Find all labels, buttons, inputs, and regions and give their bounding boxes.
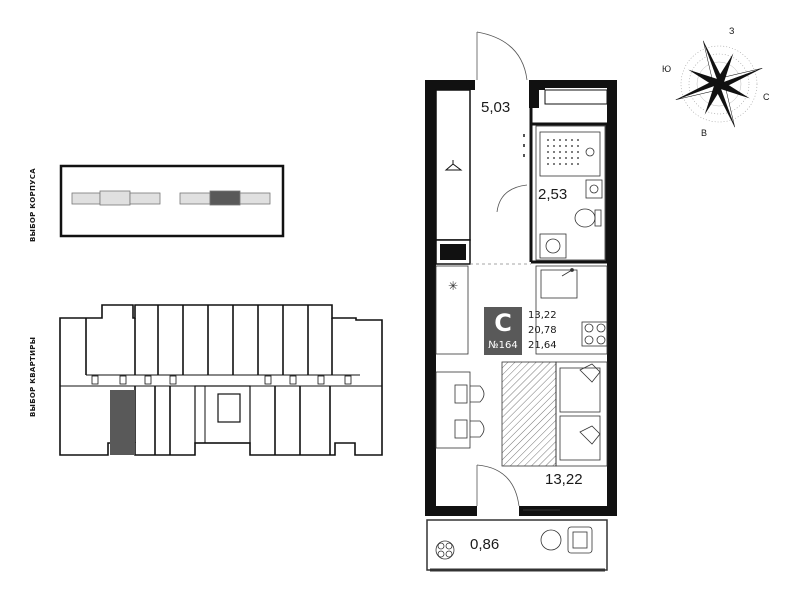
washing-machine-icon: [539, 233, 567, 259]
apartment-type: С: [494, 309, 512, 337]
fridge-icon: ✳: [435, 265, 469, 355]
apartment-badge: С №164: [484, 307, 522, 355]
entrance-door: [476, 31, 528, 81]
plant-icon: [435, 540, 455, 560]
apartment-number: №164: [488, 340, 518, 351]
full-area-value: 21,64: [528, 340, 557, 351]
sofa-icon: [555, 361, 608, 467]
svg-text:✳: ✳: [448, 279, 458, 293]
selected-apartment[interactable]: [110, 390, 135, 455]
compass-south-label: В: [701, 128, 708, 138]
building-selector[interactable]: [59, 164, 285, 238]
compass-east-label: С: [763, 92, 770, 102]
hanger-icon: [444, 160, 463, 171]
living-area: 13,22: [545, 471, 583, 488]
compass-west-label: Ю: [662, 64, 672, 74]
bed: [501, 361, 557, 467]
sink-icon: [585, 179, 603, 199]
living-area-value: 13,22: [528, 310, 557, 321]
bathroom-area: 2,53: [538, 186, 568, 203]
shower-icon: [539, 131, 601, 177]
balcony-area: 0,86: [470, 536, 500, 553]
balcony-table-icon: [540, 526, 593, 554]
dining-table: [435, 371, 485, 449]
compass-north-label: З: [729, 26, 735, 36]
kitchen-block: [535, 265, 608, 355]
hall-area: 5,03: [481, 99, 511, 116]
toilet-icon: [574, 208, 602, 228]
building-option-1[interactable]: [71, 190, 161, 206]
total-area-value: 20,78: [528, 325, 557, 336]
balcony: [426, 509, 608, 572]
building-option-2[interactable]: [179, 190, 271, 206]
